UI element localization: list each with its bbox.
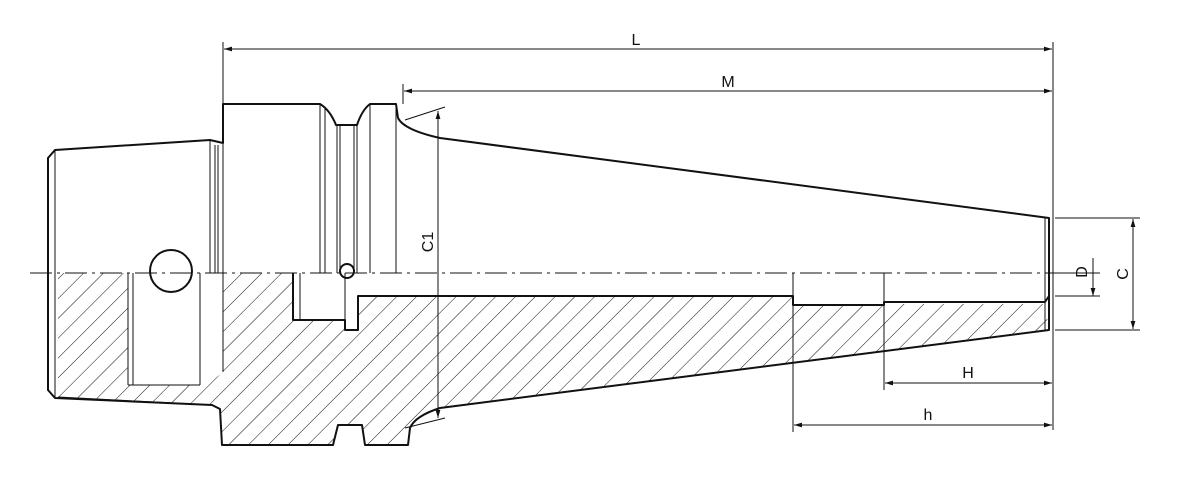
dim-C-label: C <box>1115 268 1132 280</box>
dim-C1-ext-top <box>404 106 446 121</box>
dim-h-label: h <box>924 407 933 424</box>
dim-L-label: L <box>632 32 641 49</box>
bore-clearance <box>133 273 200 385</box>
dim-D-label: D <box>1074 266 1091 278</box>
dim-C1-label: C1 <box>420 232 437 253</box>
dim-H-label: H <box>962 365 974 382</box>
coolant-ball <box>339 263 355 279</box>
dim-C1-ext-bottom <box>404 417 446 429</box>
section-hatching <box>58 273 1049 445</box>
bore-outline <box>292 273 1050 331</box>
drive-key-circle <box>149 249 193 293</box>
dim-M-label: M <box>721 74 734 91</box>
shank-bore <box>295 273 345 320</box>
taper-slant-lower <box>57 396 213 406</box>
holder-outline <box>47 103 1050 446</box>
